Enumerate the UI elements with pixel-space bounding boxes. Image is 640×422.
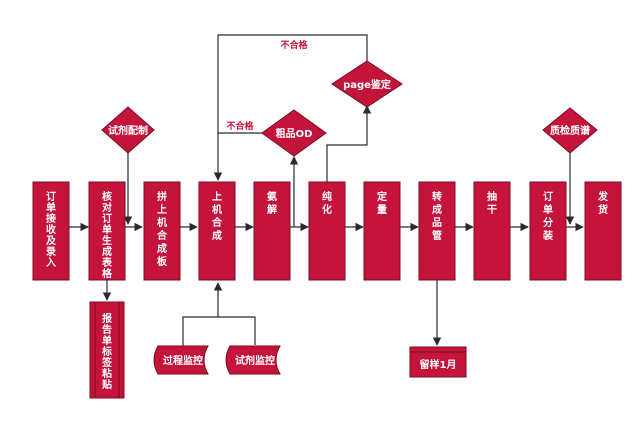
process-step-quantification: 定量	[363, 181, 401, 281]
step-label: 定量	[377, 190, 387, 216]
step-label: 氨解	[267, 190, 277, 216]
process-step-shipping: 发货	[584, 181, 622, 281]
decision-page-check: page鉴定	[331, 60, 403, 108]
step-label: 转成品管	[432, 190, 442, 242]
decision-label: 试剂配制	[108, 124, 148, 137]
step-label: 纯化	[322, 190, 332, 216]
monitor-label: 过程监控	[163, 354, 203, 367]
step-label: 上机合成	[211, 190, 223, 242]
process-step-verify-order: 核对订单生成表格	[88, 181, 126, 281]
decision-reagent-prep: 试剂配制	[101, 106, 155, 154]
decision-qc-report: 质检质谱	[542, 107, 598, 154]
od-fail-label: 不合格	[226, 120, 254, 132]
process-step-plate-assembly: 拼上机合成板	[143, 181, 181, 281]
page-fail-label: 不合格	[280, 39, 308, 51]
document-label: 报告单标签粘贴	[101, 312, 113, 391]
step-label: 拼上机合成板	[156, 190, 168, 268]
decision-label: 质检质谱	[550, 124, 590, 137]
process-step-purification: 纯化	[308, 181, 346, 281]
decision-label: page鉴定	[343, 78, 391, 91]
document-sample-retain: 留样1月	[409, 346, 467, 378]
document-label: 留样1月	[420, 358, 457, 371]
monitor-label: 试剂监控	[235, 354, 275, 367]
process-step-order-split: 订单分装	[529, 181, 567, 281]
step-label: 抽干	[487, 190, 497, 216]
process-step-transfer-tube: 转成品管	[418, 181, 456, 281]
step-label: 订单分装	[542, 190, 553, 242]
process-step-order-entry: 订单接收及录入	[32, 181, 70, 281]
process-step-machine-synthesis: 上机合成	[198, 181, 236, 281]
step-label: 订单接收及录入	[46, 190, 57, 269]
step-label: 发货	[597, 190, 609, 216]
monitor-process: 过程监控	[153, 345, 209, 375]
process-step-drying: 抽干	[473, 181, 511, 281]
decision-label: 粗品OD	[276, 127, 313, 140]
decision-crude-od: 粗品OD	[261, 109, 327, 157]
step-label: 核对订单生成表格	[101, 190, 113, 280]
side-flow-arrows	[102, 34, 575, 360]
document-label-report: 报告单标签粘贴	[89, 301, 125, 399]
process-step-ammonolysis: 氨解	[253, 181, 291, 281]
monitor-reagent: 试剂监控	[225, 345, 281, 375]
fail-labels: 不合格 不合格	[226, 39, 308, 132]
